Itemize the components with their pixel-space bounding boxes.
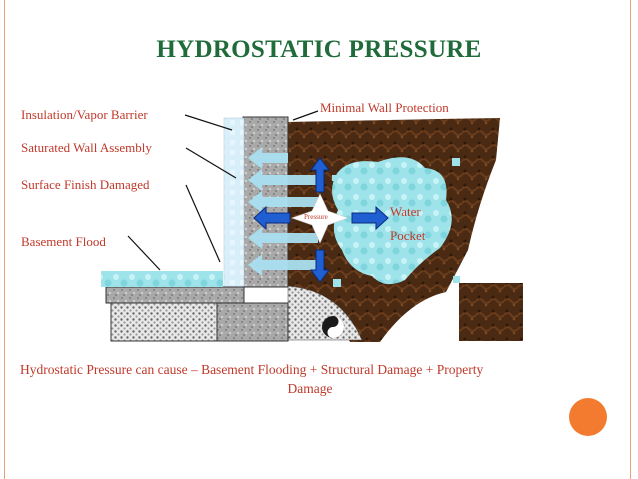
corner-orange-circle (569, 398, 607, 436)
insulation-layer (223, 117, 245, 289)
water-pocket (332, 157, 452, 285)
right-border-line (630, 0, 631, 479)
footing-right (216, 302, 289, 342)
seepage-arrows (248, 147, 318, 276)
leader-lines (127, 110, 319, 271)
label-pocket: Pocket (390, 228, 426, 243)
label-insulation-vapor-barrier: Insulation/Vapor Barrier (21, 107, 148, 122)
label-water: Water (390, 204, 421, 219)
footing-left (110, 302, 218, 342)
left-border-line (4, 0, 5, 479)
label-pressure: Pressure (304, 213, 328, 221)
caption-line-2: Damage (287, 381, 333, 396)
basement-flood-water (101, 271, 223, 287)
logo-icon (322, 316, 344, 338)
floor-slab (105, 286, 245, 304)
water-drops (332, 158, 460, 287)
label-saturated-wall-assembly: Saturated Wall Assembly (21, 140, 152, 155)
pressure-arrows (253, 157, 389, 283)
caption-line-1: Hydrostatic Pressure can cause – Basemen… (20, 362, 484, 377)
label-basement-flood: Basement Flood (21, 234, 106, 249)
label-minimal-wall-protection: Minimal Wall Protection (320, 100, 449, 115)
caption: Hydrostatic Pressure can cause – Basemen… (20, 360, 620, 398)
pressure-star (291, 193, 349, 244)
label-surface-finish-damaged: Surface Finish Damaged (21, 177, 150, 192)
soil-sample-block (459, 283, 523, 341)
slide-title: HYDROSTATIC PRESSURE (156, 36, 482, 63)
